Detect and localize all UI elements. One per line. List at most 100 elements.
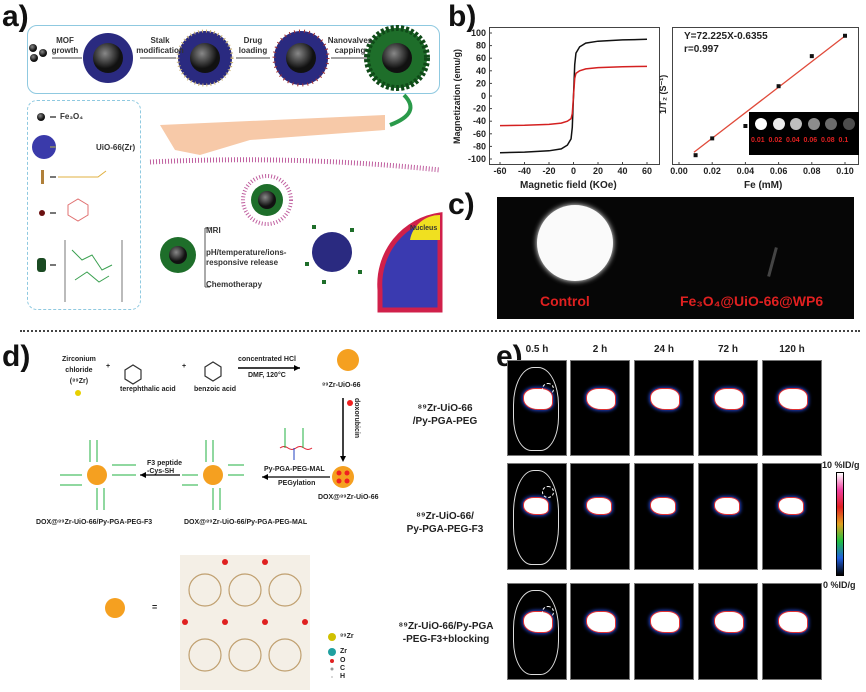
uio66-crystal-structure (180, 555, 310, 690)
pegylation-reagent: Py-PGA-PEG-MAL (264, 466, 325, 473)
sample-label: Fe₃O₄@UiO-66@WP6 (680, 293, 824, 309)
liver-signal (587, 612, 615, 632)
pet-scan-image (570, 463, 630, 570)
product-peg-f3: DOX@⁸⁹Zr-UiO-66/Py-PGA-PEG-F3 (36, 519, 153, 526)
phantom-spot (790, 118, 802, 130)
reagent-zrcl: Zirconium chloride (⁸⁹Zr) (62, 356, 96, 385)
x-tick-label: 60 (642, 166, 652, 176)
y-tick-label: 20 (476, 78, 486, 88)
released-particle (312, 232, 352, 272)
product-peg-mal: DOX@⁸⁹Zr-UiO-66/Py-PGA-PEG-MAL (184, 519, 308, 526)
legend-uio66: UiO-66(Zr) (96, 143, 136, 152)
y-tick-label: -100 (468, 154, 486, 164)
x-tick-label: -20 (542, 166, 555, 176)
control-label: Control (540, 293, 590, 309)
wp6-legend-icon (37, 258, 46, 272)
phantom-spot (755, 118, 767, 130)
atom-o: O (340, 657, 346, 664)
pet-scan-image (762, 360, 822, 456)
tumor-circle (542, 486, 554, 498)
mri-image: Control Fe₃O₄@UiO-66@WP6 (497, 197, 854, 319)
mouse-outline (513, 470, 559, 565)
pet-scan-image (698, 463, 758, 570)
atom-c: C (340, 665, 346, 672)
use-mri: MRI (206, 226, 221, 235)
y-tick-label: 60 (476, 53, 486, 63)
pet-scan-image (698, 583, 758, 680)
reagent-terephthalic: terephthalic acid (120, 386, 176, 393)
doxorubicin-label: doxorubicin (353, 398, 360, 439)
panel-divider (20, 330, 860, 332)
time-header: 24 h (653, 344, 674, 355)
equals-sign: = (152, 602, 158, 612)
phantom-spot (807, 118, 820, 130)
pet-scan-image (634, 463, 694, 570)
x-tick-label: 0.02 (703, 166, 721, 176)
x-tick-label: 0.10 (836, 166, 854, 176)
mouse-outline (513, 367, 559, 451)
phantom-spot (772, 118, 785, 130)
data-point (710, 136, 715, 141)
panel-label-a: a) (2, 0, 29, 33)
liver-signal (779, 389, 807, 409)
step-label-nanovalves: Nanovalves capping (327, 36, 373, 55)
pegylation-label: PEGylation (278, 480, 316, 487)
x-tick-label: 0.04 (737, 166, 755, 176)
peg-f3-particle (87, 465, 107, 485)
condition-dmf: DMF, 120°C (248, 372, 286, 379)
nanoparticle-stages (83, 25, 430, 91)
panel-label-b: b) (448, 0, 477, 33)
row-label-1: ⁸⁹Zr-UiO-66 /Py-PGA-PEG (412, 403, 478, 427)
f3-peptide-label: F3 peptide -Cys-SH (147, 460, 183, 475)
legend-box (27, 100, 141, 310)
pet-scan-image (762, 583, 822, 680)
x-tick-label: 0.00 (670, 166, 688, 176)
c-atom-icon (330, 667, 334, 671)
liver-signal (587, 389, 615, 409)
phantom-concentration: 0.08 (821, 137, 835, 144)
fit-equation: Y=72.225X-0.6355 (684, 31, 768, 42)
phantom-concentration: 0.06 (803, 137, 818, 144)
radioactive-icon (75, 390, 81, 396)
product-dox-zr-uio66: DOX@⁸⁹Zr-UiO-66 (318, 494, 379, 501)
pet-scan-image (507, 463, 567, 570)
pet-scan-image (507, 583, 567, 680)
x-tick-label: 0.06 (770, 166, 788, 176)
liver-signal (715, 498, 739, 514)
cell-membrane (149, 157, 441, 173)
use-release: pH/temperature/ions- responsive release (206, 248, 287, 267)
peg-mal-particle (203, 465, 223, 485)
time-header: 120 h (779, 344, 805, 355)
zr89-atom-icon (328, 633, 336, 641)
liver-signal (715, 389, 743, 409)
pet-scan-image (762, 463, 822, 570)
y-tick-label: 80 (476, 41, 486, 51)
phantom-concentration: 0.01 (751, 137, 765, 144)
curved-arrow-icon (389, 93, 413, 127)
h-atom-icon (331, 676, 333, 678)
use-chemotherapy: Chemotherapy (206, 280, 263, 289)
pet-scan-image (570, 583, 630, 680)
reagent-benzoic: benzoic acid (194, 386, 237, 393)
fe3o4-seeds-icon (29, 44, 47, 62)
phantom-concentration: 0.02 (768, 137, 783, 144)
x-axis-label-2: Fe (mM) (744, 180, 783, 191)
nucleus-label: Nucleus (410, 225, 438, 232)
x-tick-label: 40 (617, 166, 627, 176)
liver-signal (651, 612, 679, 632)
y-tick-label: -40 (473, 116, 486, 126)
liver-signal (587, 498, 611, 514)
y-tick-label: -20 (473, 104, 486, 114)
x-tick-label: -60 (493, 166, 506, 176)
atom-zr89: ⁸⁹Zr (340, 633, 354, 640)
tumor-circle (542, 383, 554, 395)
mouse-outline (513, 590, 559, 675)
pet-scan-image (570, 360, 630, 456)
zr-uio66-particle (337, 349, 359, 371)
y-tick-label: 40 (476, 66, 486, 76)
x-tick-label: 0 (571, 166, 576, 176)
row-label-3: ⁸⁹Zr-UiO-66/Py-PGA -PEG-F3+blocking (398, 621, 494, 645)
